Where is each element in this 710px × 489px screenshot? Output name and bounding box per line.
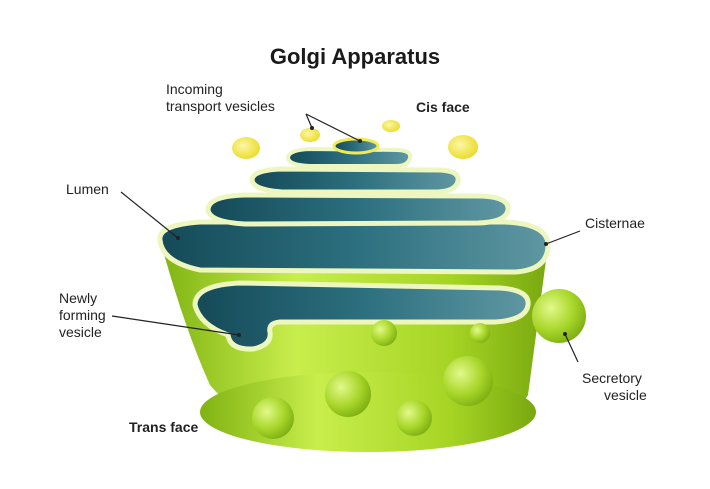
label-incoming-line2: transport vesicles bbox=[166, 98, 275, 114]
green-vesicle-4 bbox=[443, 356, 493, 406]
leader-lumen bbox=[120, 191, 179, 239]
leader-lines bbox=[111, 113, 581, 363]
label-secretory-line2: vesicle bbox=[604, 387, 647, 403]
label-cisternae: Cisternae bbox=[585, 215, 645, 231]
green-vesicle-5 bbox=[252, 397, 294, 439]
diagram-title: Golgi Apparatus bbox=[269, 44, 441, 69]
label-newly-line3: vesicle bbox=[59, 324, 102, 340]
yellow-vesicle-small-left bbox=[300, 128, 320, 142]
dot-secretory bbox=[563, 332, 567, 336]
yellow-vesicle-right bbox=[448, 135, 478, 159]
leader-cisternae bbox=[545, 230, 581, 245]
yellow-vesicle-left bbox=[232, 137, 260, 159]
dot-cisternae bbox=[544, 242, 548, 246]
leader-incoming-right bbox=[305, 113, 361, 142]
green-vesicle-6 bbox=[396, 400, 432, 436]
yellow-vesicle-small-right bbox=[382, 120, 400, 132]
green-vesicle-2 bbox=[470, 323, 490, 343]
cisterna-upper bbox=[249, 166, 461, 195]
label-incoming-line1: Incoming bbox=[166, 81, 223, 97]
dot-lumen bbox=[176, 236, 180, 240]
leader-newly-forming bbox=[111, 315, 240, 336]
label-trans-face: Trans face bbox=[129, 419, 199, 435]
cisterna-mid bbox=[205, 192, 511, 227]
label-newly-line2: forming bbox=[59, 307, 106, 323]
green-vesicle-3 bbox=[325, 371, 371, 417]
dot-incoming-left bbox=[310, 126, 314, 130]
leader-secretory bbox=[564, 333, 579, 363]
dot-newly-forming bbox=[237, 333, 241, 337]
secretory-vesicle-right bbox=[532, 289, 586, 343]
leader-dots bbox=[176, 126, 567, 337]
incoming-vesicle-fused bbox=[332, 137, 380, 155]
cisterna-top bbox=[285, 146, 413, 168]
leader-incoming-left bbox=[305, 113, 313, 129]
dot-incoming-right bbox=[358, 139, 362, 143]
cisterna-large bbox=[157, 219, 551, 275]
green-vesicle-1 bbox=[371, 320, 397, 346]
label-lumen: Lumen bbox=[66, 181, 109, 197]
cisterna-bottom bbox=[192, 280, 531, 352]
label-newly-line1: Newly bbox=[59, 290, 98, 306]
label-cis-face: Cis face bbox=[416, 99, 470, 115]
label-secretory-line1: Secretory bbox=[582, 370, 642, 386]
